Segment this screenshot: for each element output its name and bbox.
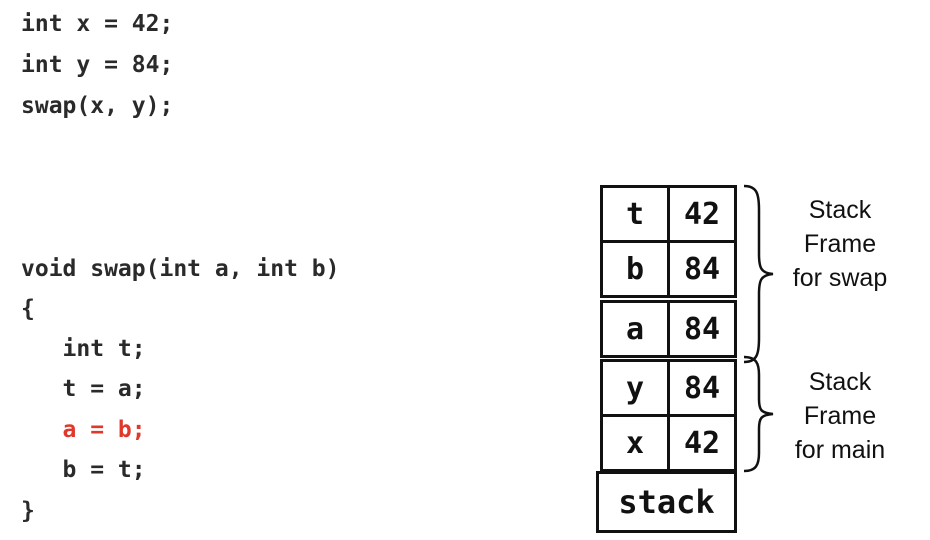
stack-row-x: x 42 bbox=[600, 414, 737, 472]
stack-variable-name: b bbox=[600, 240, 670, 298]
main-frame-label: Stack Frame for main bbox=[770, 365, 910, 467]
stack-row-b: b 84 bbox=[600, 240, 737, 298]
stack-variable-name: t bbox=[600, 185, 670, 243]
frame-label-line: for main bbox=[794, 436, 886, 464]
main-frame-brace bbox=[743, 355, 774, 473]
frame-label-line: Frame bbox=[803, 230, 877, 258]
code-line: int x = 42; bbox=[21, 11, 174, 37]
highlighted-code-line: a = b; bbox=[21, 417, 146, 443]
stack-variable-name: x bbox=[600, 414, 670, 472]
frame-label-line: for swap bbox=[792, 264, 888, 292]
code-line: void swap(int a, int b) bbox=[21, 256, 340, 282]
stack-row-y: y 84 bbox=[600, 359, 737, 417]
stack-variable-name: a bbox=[600, 300, 670, 358]
frame-label-line: Frame bbox=[803, 402, 877, 430]
stack-variable-value: 42 bbox=[667, 185, 737, 243]
frame-label-line: Stack bbox=[808, 196, 872, 224]
frame-label-line: Stack bbox=[808, 368, 872, 396]
stack-variable-value: 42 bbox=[667, 414, 737, 472]
stack-variable-value: 84 bbox=[667, 359, 737, 417]
swap-frame-label: Stack Frame for swap bbox=[770, 193, 910, 295]
code-line: { bbox=[21, 296, 35, 322]
stack-variable-value: 84 bbox=[667, 240, 737, 298]
code-line: t = a; bbox=[21, 376, 146, 402]
code-line: int y = 84; bbox=[21, 52, 174, 78]
stack-row-t: t 42 bbox=[600, 185, 737, 243]
code-line: swap(x, y); bbox=[21, 93, 174, 119]
stack-label: stack bbox=[596, 471, 737, 533]
swap-frame-brace bbox=[743, 184, 774, 364]
code-line: b = t; bbox=[21, 457, 146, 483]
stack-variable-value: 84 bbox=[667, 300, 737, 358]
code-line: int t; bbox=[21, 336, 146, 362]
code-line: } bbox=[21, 498, 35, 524]
stack-variable-name: y bbox=[600, 359, 670, 417]
stack-row-a: a 84 bbox=[600, 300, 737, 358]
